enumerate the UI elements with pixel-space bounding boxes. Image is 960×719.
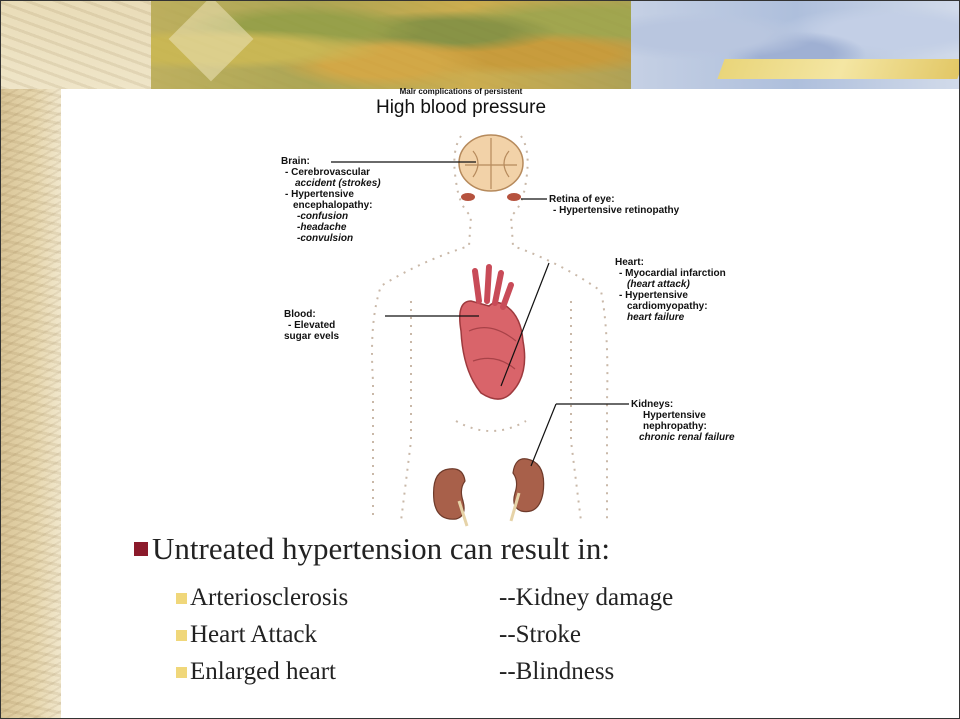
- main-bullet-text: Untreated hypertension can result in:: [152, 531, 610, 567]
- right-item: --Blindness: [499, 658, 614, 686]
- kidney-icon: [434, 459, 544, 526]
- label-kidneys: Kidneys: Hypertensive nephropathy: chron…: [631, 399, 771, 443]
- right-item: --Kidney damage: [499, 584, 673, 612]
- sub-bullet: Enlarged heart: [176, 658, 336, 686]
- main-bullet: Untreated hypertension can result in:: [134, 531, 610, 567]
- label-heart: Heart: - Myocardial infarction (heart at…: [615, 257, 765, 323]
- label-blood: Blood: - Elevated sugar evels: [284, 309, 384, 342]
- label-retina: Retina of eye: - Hypertensive retinopath…: [549, 194, 729, 216]
- eye-icon: [461, 193, 521, 201]
- sub-bullet: Heart Attack: [176, 621, 317, 649]
- label-brain: Brain: - Cerebrovascular accident (strok…: [281, 156, 421, 244]
- sub-bullet: Arteriosclerosis: [176, 584, 348, 612]
- heart-icon: [460, 267, 525, 399]
- sub-bullet-icon: [176, 667, 187, 678]
- right-item: --Stroke: [499, 621, 581, 649]
- brain-icon: [459, 135, 523, 191]
- main-bullet-icon: [134, 542, 148, 556]
- sub-bullet-icon: [176, 593, 187, 604]
- sub-bullet-icon: [176, 630, 187, 641]
